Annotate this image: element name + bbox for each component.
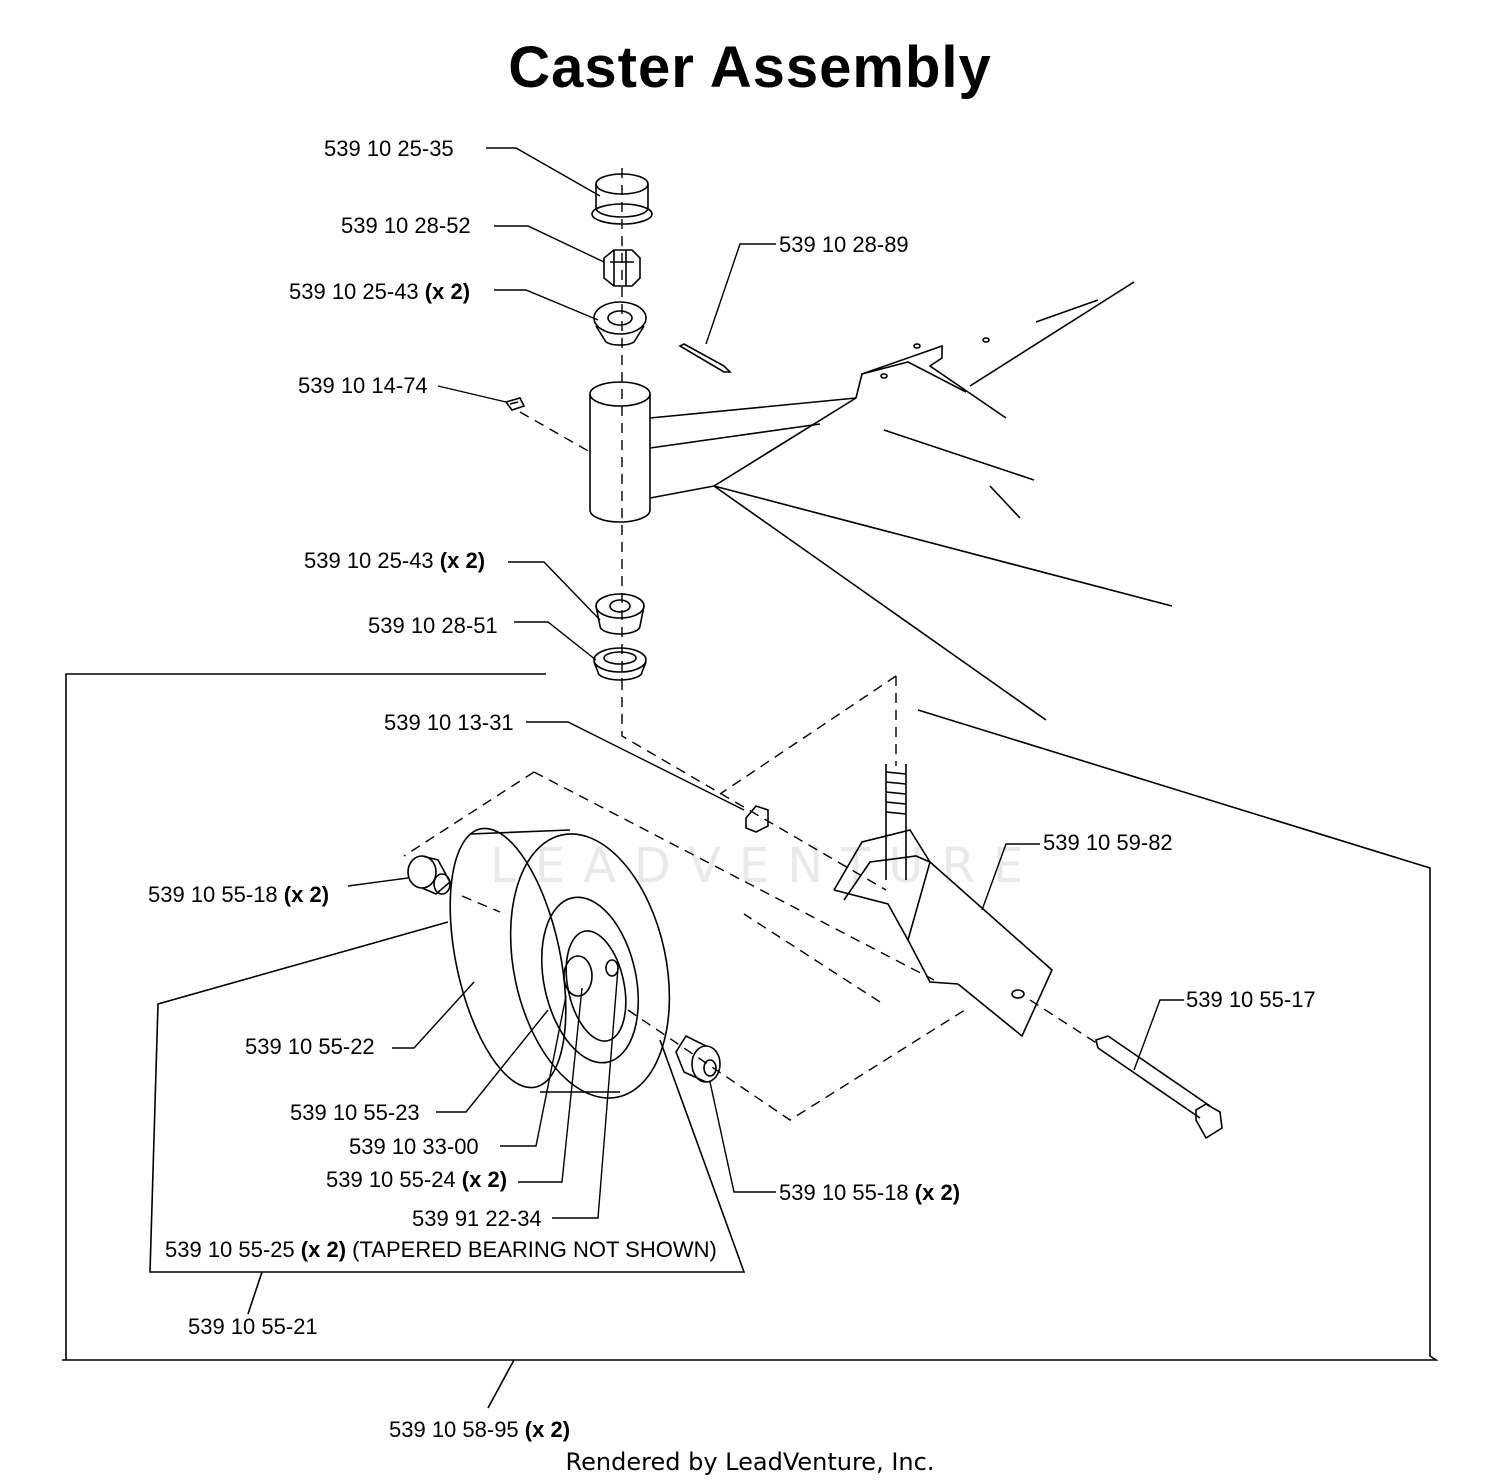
part-label: 539 10 55-18 (x 2) [148, 882, 330, 907]
dust-cap [591, 173, 653, 225]
deck-outline [713, 281, 1173, 721]
frame-58-95 [62, 673, 1439, 1361]
spacer-left [407, 855, 452, 895]
part-label: 539 10 25-43 (x 2) [304, 548, 486, 573]
part-label: 539 10 58-95 (x 2) [389, 1417, 571, 1442]
deck-holes [880, 337, 990, 379]
spacer-right [675, 1034, 721, 1083]
part-label: 539 10 33-00 [349, 1134, 479, 1159]
wheel [449, 827, 671, 1099]
part-label: 539 10 28-52 [341, 213, 471, 238]
part-label: 539 10 55-23 [290, 1100, 420, 1125]
spindle-tube [589, 381, 651, 523]
part-label: 539 10 55-22 [245, 1034, 375, 1059]
frame-55-21 [149, 921, 746, 1273]
part-label: 539 10 25-43 (x 2) [289, 279, 471, 304]
lower-bearing [595, 593, 645, 635]
bearing-race [593, 647, 647, 681]
cotter-pin [678, 343, 732, 373]
part-label: 539 10 28-89 [779, 232, 909, 257]
part-label: 539 10 13-31 [384, 710, 514, 735]
part-label: 539 10 55-17 [1186, 987, 1316, 1012]
grease-fitting [504, 397, 526, 411]
part-label: 539 10 25-35 [324, 136, 454, 161]
part-label: 539 10 14-74 [298, 373, 428, 398]
upper-bearing [593, 301, 647, 346]
axle-bolt [1095, 1035, 1223, 1140]
part-label: 539 91 22-34 [412, 1206, 542, 1231]
part-label: 539 10 28-51 [368, 613, 498, 638]
footer-credit: Rendered by LeadVenture, Inc. [565, 1448, 935, 1476]
part-label: 539 10 55-18 (x 2) [779, 1180, 961, 1205]
spindle-arms [649, 397, 857, 499]
hex-nut [745, 805, 769, 833]
part-label: 539 10 55-24 (x 2) [326, 1167, 508, 1192]
part-label: 539 10 55-25 (x 2) (TAPERED BEARING NOT … [165, 1237, 717, 1262]
caster-fork [833, 764, 1053, 1038]
part-label: 539 10 55-21 [188, 1314, 318, 1339]
page-title: Caster Assembly [508, 35, 992, 100]
part-label: 539 10 59-82 [1043, 830, 1173, 855]
